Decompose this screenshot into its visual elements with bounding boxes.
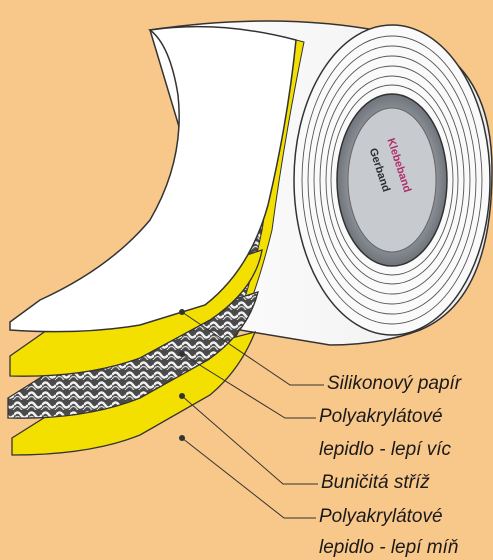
leader-line-3 (182, 396, 318, 484)
label-adhesive-bottom-line1: Polyakrylátové (319, 506, 443, 527)
label-adhesive-bottom-line2: lepidlo - lepí míň (319, 537, 458, 558)
label-silicone-paper: Silikonový papír (327, 373, 462, 394)
label-adhesive-top-line1: Polyakrylátové (319, 406, 443, 427)
label-adhesive-top-line2: lepidlo - lepí víc (319, 439, 452, 460)
layer-labels: Silikonový papír Polyakrylátové lepidlo … (319, 373, 462, 558)
label-fleece: Buničitá stříž (321, 472, 430, 493)
roll-core-hole (348, 108, 436, 252)
leader-line-4 (182, 438, 316, 518)
